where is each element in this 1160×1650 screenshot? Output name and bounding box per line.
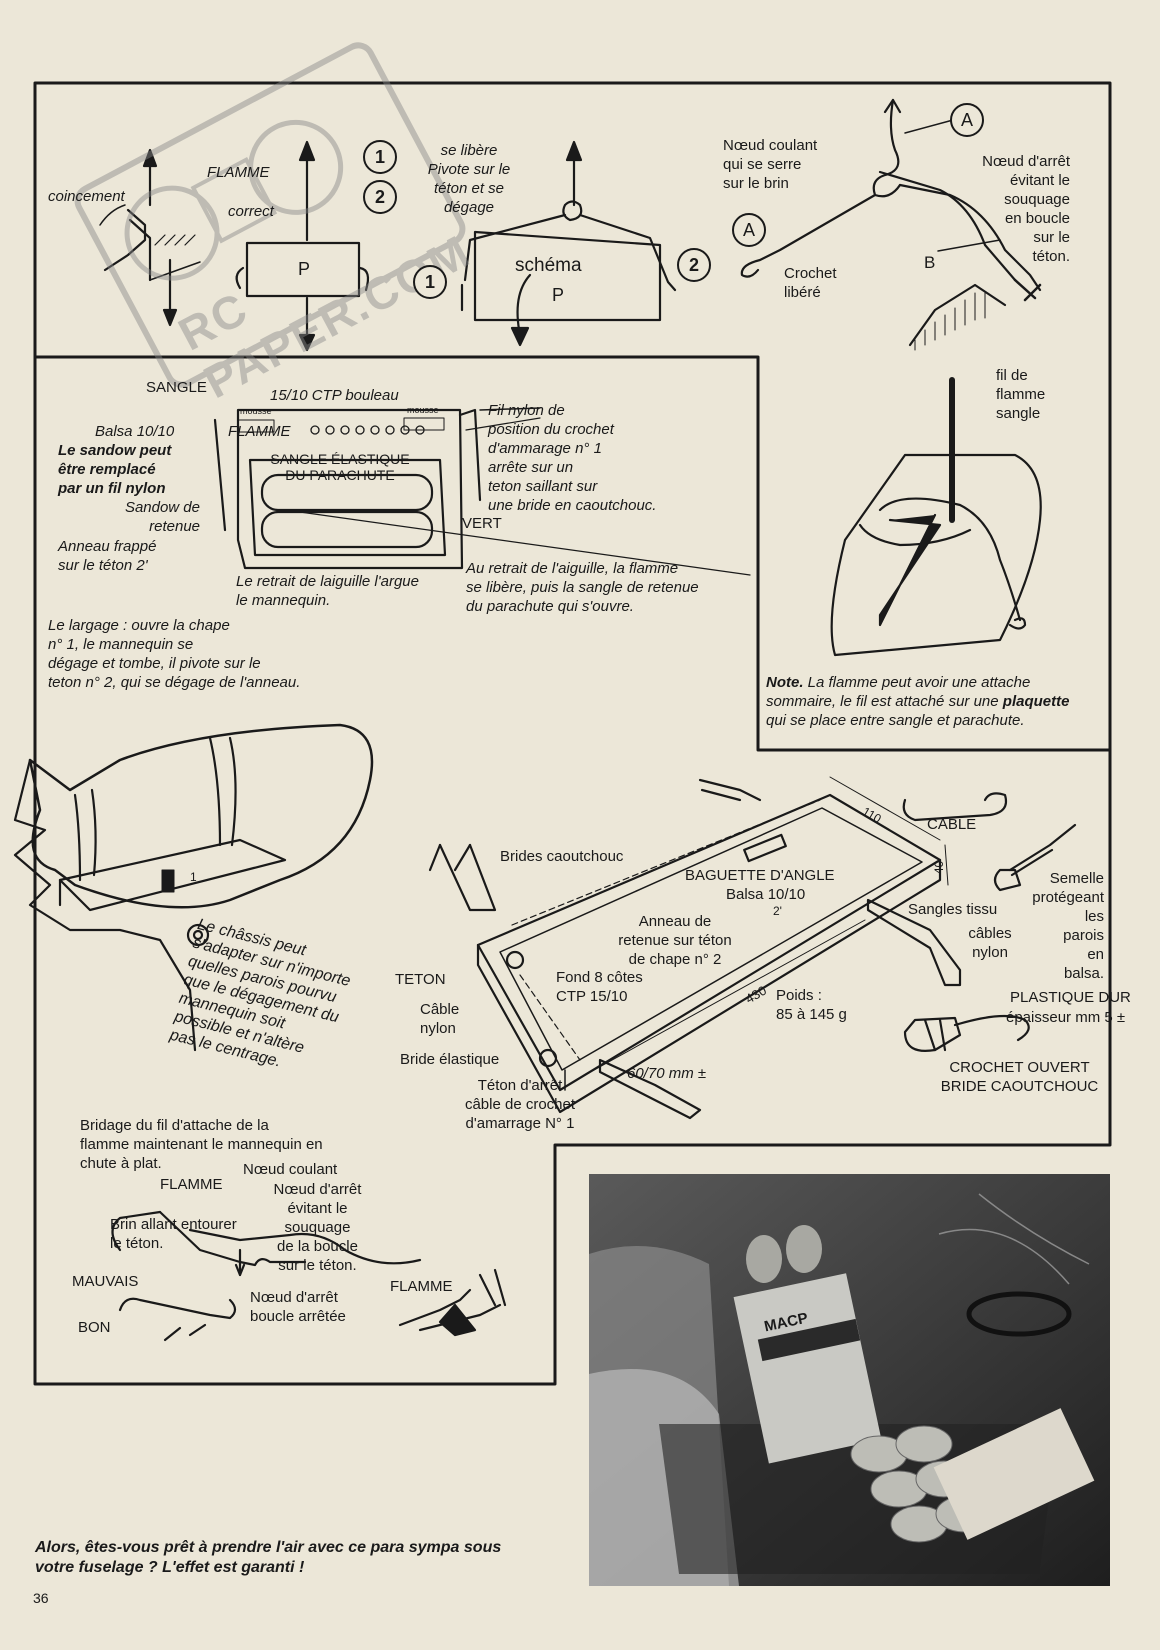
label-flamme: FLAMME xyxy=(207,164,270,181)
label-baguette-balsa: Balsa 10/10 xyxy=(726,886,806,903)
label-flamme-mid: FLAMME xyxy=(228,423,291,440)
label-cable-nylon: Câble nylon xyxy=(420,1001,460,1037)
note-bold: Note. xyxy=(766,674,804,691)
label-teton-arret: Téton d'arrêt câble de crochet d'amarrag… xyxy=(464,1077,576,1132)
label-fil-flamme: fil de flamme sangle xyxy=(996,367,1046,422)
watermark-stamp: RC PAPER.COM xyxy=(59,27,481,408)
label-two-prime: 2' xyxy=(773,904,782,918)
label-flamme-bottom-2: FLAMME xyxy=(390,1278,453,1295)
label-crochet-ouvert: CROCHET OUVERT BRIDE CAOUTCHOUC xyxy=(940,1059,1099,1095)
label-noeud-coulant-bottom: Nœud coulant xyxy=(243,1161,338,1178)
label-ctp-bouleau: 15/10 CTP bouleau xyxy=(270,387,399,404)
label-b: B xyxy=(924,253,936,272)
label-epaisseur: épaisseur mm 5 ± xyxy=(1006,1009,1126,1026)
label-semelle: Semelle protégeant les parois en balsa. xyxy=(1032,870,1104,982)
label-balsa: Balsa 10/10 xyxy=(95,423,175,440)
label-anneau-retenue: Anneau de retenue sur téton de chape n° … xyxy=(618,913,732,968)
label-cable: CABLE xyxy=(927,816,977,833)
label-retrait-left: Le retrait de laiguille l'argue le manne… xyxy=(236,573,419,609)
number-2-circle: 2 xyxy=(363,180,397,214)
number-1-circle: 1 xyxy=(363,140,397,174)
label-sandow-bold: Le sandow peut être remplacé par un fil … xyxy=(58,442,172,497)
label-noeud-coulant: Nœud coulant qui se serre sur le brin xyxy=(723,137,818,192)
label-noeud-arret: Nœud d'arrêt évitant le souquage en bouc… xyxy=(982,153,1070,265)
label-sangle-elastique: SANGLE ÉLASTIQUE DU PARACHUTE xyxy=(270,451,410,483)
label-mousse-2: mousse xyxy=(407,405,439,415)
label-fil-nylon: Fil nylon de position du crochet d'ammar… xyxy=(488,402,657,514)
label-noeud-arret-bottom: Nœud d'arrêt évitant le souquage de la b… xyxy=(273,1181,362,1274)
label-brides-caoutchouc: Brides caoutchouc xyxy=(500,848,624,865)
label-noeud-boucle: Nœud d'arrêt boucle arrêtée xyxy=(250,1289,346,1325)
label-a-left: A xyxy=(732,213,766,247)
frame-border xyxy=(33,81,1112,1386)
mannequin-photo: MACP xyxy=(589,1174,1110,1586)
label-anneau-frappe: Anneau frappé sur le téton 2' xyxy=(58,538,157,574)
label-bon: BON xyxy=(78,1319,111,1336)
note-bold-plaquette: plaquette xyxy=(1002,693,1070,710)
label-poids: Poids : 85 à 145 g xyxy=(776,987,847,1023)
note-paragraph: Note. La flamme peut avoir une attache s… xyxy=(766,673,1110,730)
section-border xyxy=(33,355,1112,752)
label-sandow-retenue: Sandow de retenue xyxy=(124,499,200,535)
label-mousse-1: mousse xyxy=(240,406,272,416)
label-chassis-1: 1 xyxy=(190,870,197,884)
label-brin: Brin allant entourer le téton. xyxy=(110,1216,237,1252)
label-sangles-tissu: Sangles tissu xyxy=(908,901,998,918)
label-dim-60: 60/70 mm ± xyxy=(627,1065,707,1082)
label-dim-40: 40 xyxy=(932,860,947,875)
label-fond: Fond 8 côtes CTP 15/10 xyxy=(556,969,643,1005)
label-a-top: A xyxy=(950,103,984,137)
label-crochet-libere: Crochet libéré xyxy=(784,265,837,301)
label-mauvais: MAUVAIS xyxy=(72,1273,139,1290)
label-se-libere: se libère Pivote sur le téton et se déga… xyxy=(427,142,511,216)
watermark-graphic xyxy=(74,42,466,388)
label-flamme-bottom: FLAMME xyxy=(160,1176,223,1193)
label-p-left: P xyxy=(298,259,311,279)
number-2-middle-circle: 2 xyxy=(677,248,711,282)
label-baguette: BAGUETTE D'ANGLE xyxy=(685,867,835,884)
page-number: 36 xyxy=(33,1590,49,1606)
label-vert: VERT xyxy=(462,515,502,532)
label-largage: Le largage : ouvre la chape n° 1, le man… xyxy=(48,617,301,691)
label-sangle: SANGLE xyxy=(146,379,207,396)
number-1-middle-circle: 1 xyxy=(413,265,447,299)
label-p-middle: P xyxy=(552,285,565,305)
closing-caption: Alors, êtes-vous prêt à prendre l'air av… xyxy=(35,1539,502,1576)
note-text: La flamme peut avoir une attache sommair… xyxy=(766,674,1031,710)
label-bridage: Bridage du fil d'attache de la flamme ma… xyxy=(80,1117,323,1172)
label-retrait-right: Au retrait de l'aiguille, la flamme se l… xyxy=(466,560,699,615)
label-coincement: coincement xyxy=(48,188,125,205)
label-cables-nylon: câbles nylon xyxy=(968,925,1012,961)
label-bride-elastique: Bride élastique xyxy=(400,1051,500,1068)
label-schema: schéma xyxy=(515,255,582,276)
photo-graphic xyxy=(589,1174,1110,1586)
label-correct: correct xyxy=(228,203,274,220)
label-plastique: PLASTIQUE DUR xyxy=(1010,989,1131,1006)
note-text-2: qui se place entre sangle et parachute. xyxy=(766,712,1025,729)
label-teton: TETON xyxy=(395,971,446,988)
